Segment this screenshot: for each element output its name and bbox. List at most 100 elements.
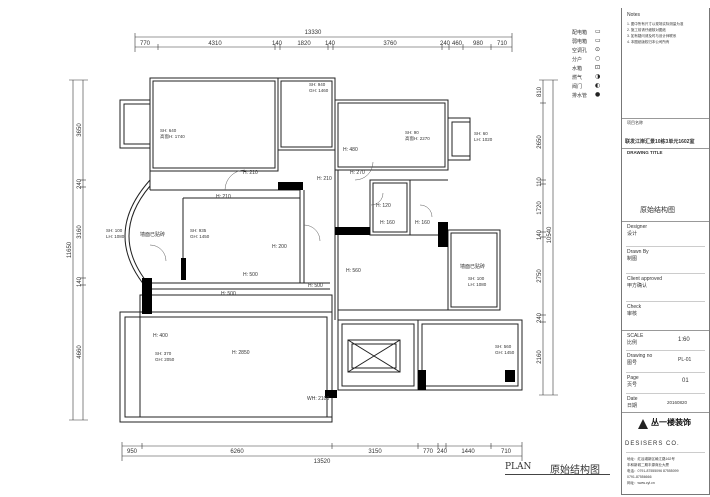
date-label: Date (627, 396, 638, 402)
address-line: 电话：0791-87555096 87555099 (627, 469, 679, 473)
dim-bottom-2: 3150 (368, 449, 382, 455)
plan-title-cn: 原始结构图 (550, 465, 600, 476)
dim-bottom-3: 770 (423, 449, 434, 455)
dim-top-9: 710 (497, 41, 508, 47)
legend-item: 燃气 (572, 75, 583, 81)
dim-top-3: 1820 (297, 41, 311, 47)
drawn-label: Drawn By (627, 249, 649, 255)
divider (626, 350, 705, 351)
height-label: H: 200 (272, 244, 287, 250)
height-label: H: 210 (317, 176, 332, 182)
dim-left-1: 240 (77, 178, 83, 189)
height-label: H: 560 (346, 268, 361, 274)
drain-pipe-icon: ● (595, 91, 601, 98)
height-label: H: 270 (350, 170, 365, 176)
room-label-g: SH: 100 (468, 276, 485, 281)
address-line: 网址：www.cyl.cn (627, 481, 655, 485)
room-label-f: SH: 935 (190, 228, 207, 233)
client-cn: 甲方确认 (627, 283, 648, 289)
room-label-g2: LH: 1080 (468, 282, 487, 287)
divider (626, 246, 705, 247)
title-block: Notes 1. 图中所有尺寸以现场实际测量为准 2. 施工前请仔细核对图纸 3… (621, 8, 710, 495)
drawn-cn: 制图 (627, 256, 638, 262)
scale-label: SCALE (627, 333, 644, 339)
notes-header: Notes (627, 12, 641, 18)
room-label-b: SH: 940 (309, 82, 326, 87)
legend: 配电箱▭ 弱电箱▭ 空调孔⊙ 分户○ 水箱⊡ 燃气◑ 阀门◐ 排水管● (572, 28, 620, 99)
room-label-c2: 高窗H: 2270 (405, 135, 430, 142)
dim-left-2: 3160 (77, 225, 83, 239)
dim-right-0: 810 (537, 86, 543, 97)
dim-left-0: 3650 (77, 123, 83, 137)
height-label: H: 160 (415, 220, 430, 226)
height-label: WH: 2100 (307, 396, 329, 402)
height-label: H: 480 (343, 147, 358, 153)
legend-item: 弱电箱 (572, 39, 588, 45)
room-label-f2: GH: 1450 (190, 234, 210, 239)
dim-right-4: 140 (537, 229, 543, 240)
date-cn: 日期 (627, 403, 638, 409)
floor-plan-drawing: 13330 770 4310 140 1820 140 3760 240 460… (67, 30, 558, 465)
check-label: Check (627, 304, 642, 310)
drawingno-label: Drawing no (627, 353, 653, 359)
dim-bottom-5: 1440 (461, 449, 475, 455)
dim-left-overall: 11650 (67, 241, 73, 258)
dim-bottom-1: 6260 (230, 449, 244, 455)
dim-bottom-4: 240 (437, 449, 448, 455)
dim-top-1: 4310 (208, 41, 222, 47)
company-name-en: DESISERS CO. (625, 441, 680, 447)
page-label: Page (627, 375, 639, 381)
drawing-title-label: DRAWING TITLE (627, 150, 663, 155)
dim-right-3: 1720 (537, 201, 543, 215)
legend-item: 分户 (572, 57, 583, 63)
room-label-i2: GH: 1450 (495, 350, 515, 355)
scale-value: 1:60 (678, 337, 690, 343)
divider (622, 330, 709, 331)
weak-current-box-icon: ▭ (595, 37, 601, 44)
room-label-h2: GH: 2050 (155, 357, 175, 362)
height-label: H: 210 (243, 170, 258, 176)
dim-bottom-0: 950 (127, 449, 138, 455)
divider (626, 393, 705, 394)
room-label-c: SH: 90 (405, 130, 419, 135)
plan-title-en: PLAN (505, 462, 532, 472)
note-line: 2. 施工前请仔细核对图纸 (627, 28, 666, 32)
dim-top-overall: 13330 (305, 30, 322, 36)
dim-right-6: 240 (537, 312, 543, 323)
height-label: H: 2850 (232, 350, 250, 356)
address-line: 0791-87556666 (627, 475, 652, 479)
dim-top-5: 3760 (383, 41, 397, 47)
project-label: 项目名称 (627, 120, 643, 125)
ac-hole-icon: ⊙ (595, 46, 601, 53)
dim-top-7: 460 (452, 41, 463, 47)
legend-item: 排水管 (572, 93, 588, 99)
room-label-b2: GH: 1460 (309, 88, 329, 93)
drawing-title: 原始结构图 (640, 207, 675, 214)
room-label-d: SH: 60 (474, 131, 488, 136)
note-line: 4. 本图纸版权归本公司所有 (627, 40, 670, 44)
room-label-e: SH: 100 (106, 228, 123, 233)
room-label-e2: LH: 1080 (106, 234, 125, 239)
divider (622, 118, 709, 119)
legend-item: 阀门 (572, 84, 583, 90)
height-label: H: 500 (221, 291, 236, 297)
dim-bottom-overall: 13520 (314, 459, 331, 465)
height-label: H: 120 (376, 203, 391, 209)
dim-left-3: 140 (77, 276, 83, 287)
dim-top-6: 240 (440, 41, 451, 47)
page-cn: 页号 (627, 382, 638, 388)
divider (626, 452, 705, 453)
height-label: H: 500 (243, 272, 258, 278)
height-label: H: 160 (380, 220, 395, 226)
height-label: H: 500 (308, 283, 323, 289)
split-icon: ○ (595, 55, 601, 62)
client-label: Client approved (627, 276, 663, 282)
note-line: 3. 如有疑问请及时与设计师联系 (627, 34, 677, 38)
room-label-i: SH: 560 (495, 344, 512, 349)
dim-right-1: 2650 (537, 135, 543, 149)
scale-cn: 比例 (627, 340, 638, 346)
distribution-box-icon: ▭ (595, 28, 601, 35)
divider (626, 301, 705, 302)
height-label: H: 400 (153, 333, 168, 339)
divider (626, 273, 705, 274)
